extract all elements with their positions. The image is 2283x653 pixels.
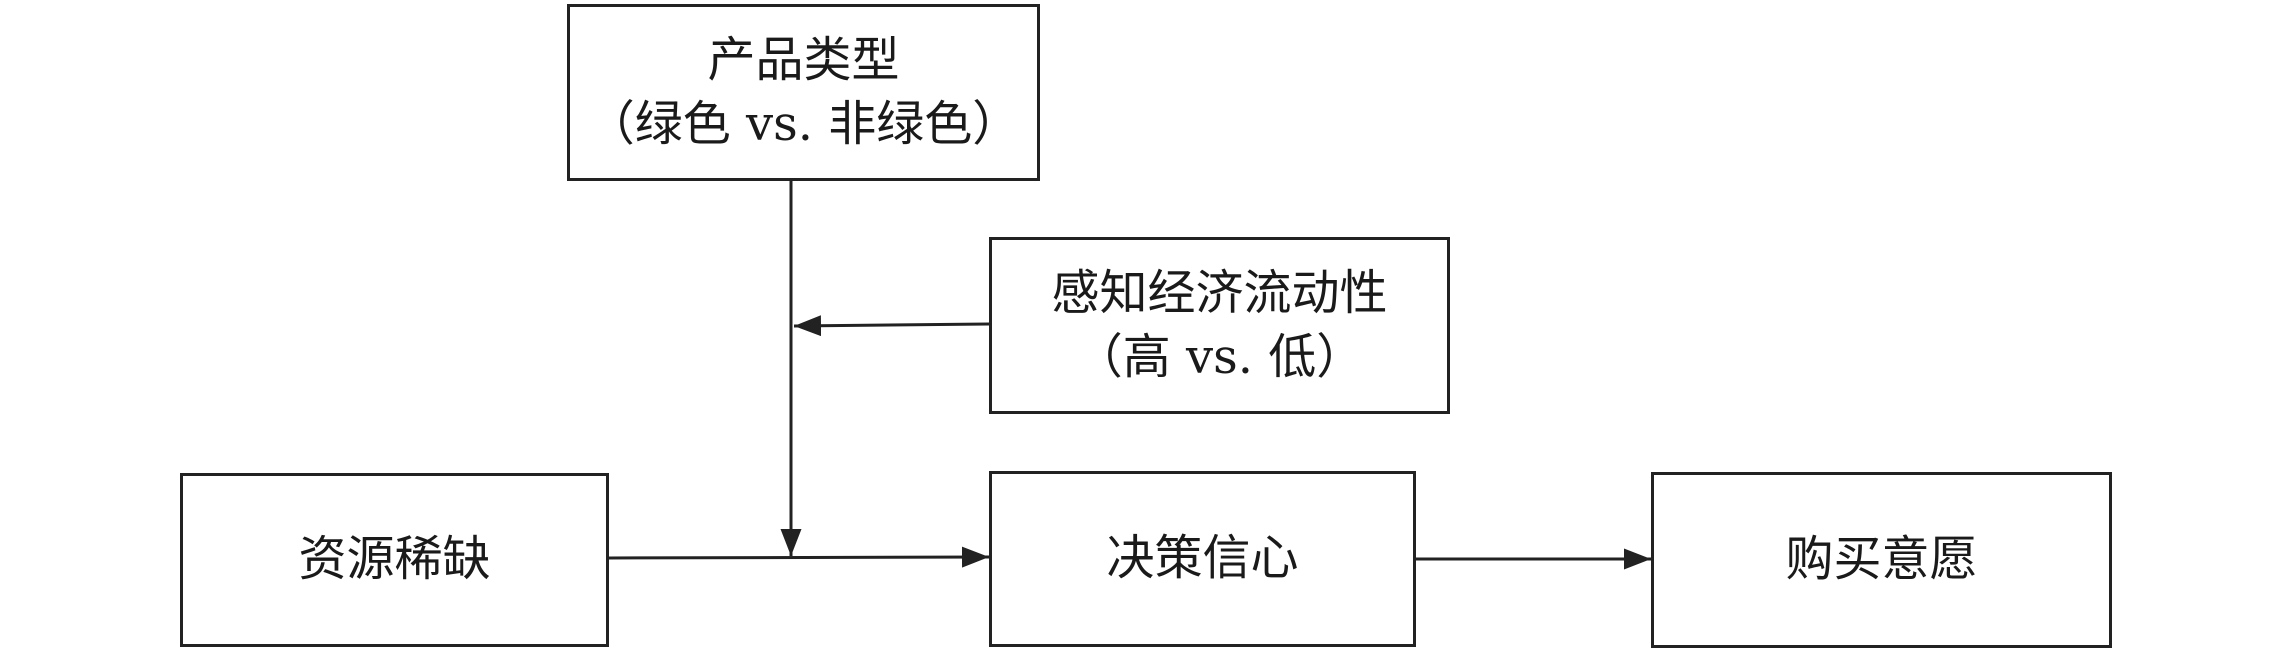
product-type-box: 产品类型 （绿色 vs. 非绿色） — [567, 4, 1040, 181]
confidence-label: 决策信心 — [1106, 530, 1299, 587]
arrow-scarcity-to-confidence — [608, 546, 990, 568]
liquidity-title: 感知经济流动性 — [1051, 265, 1388, 322]
liquidity-levels: （高 vs. 低） — [1074, 328, 1365, 385]
confidence-box: 决策信心 — [989, 471, 1416, 647]
purchase-intention-box: 购买意愿 — [1651, 472, 2112, 648]
product-type-title: 产品类型 — [707, 32, 900, 89]
purchase-intention-label: 购买意愿 — [1785, 531, 1978, 588]
product-type-levels: （绿色 vs. 非绿色） — [586, 95, 1021, 152]
scarcity-label: 资源稀缺 — [298, 531, 491, 588]
scarcity-box: 资源稀缺 — [180, 473, 609, 647]
arrow-liquidity-to-moderator — [793, 315, 990, 337]
liquidity-box: 感知经济流动性 （高 vs. 低） — [989, 237, 1450, 414]
